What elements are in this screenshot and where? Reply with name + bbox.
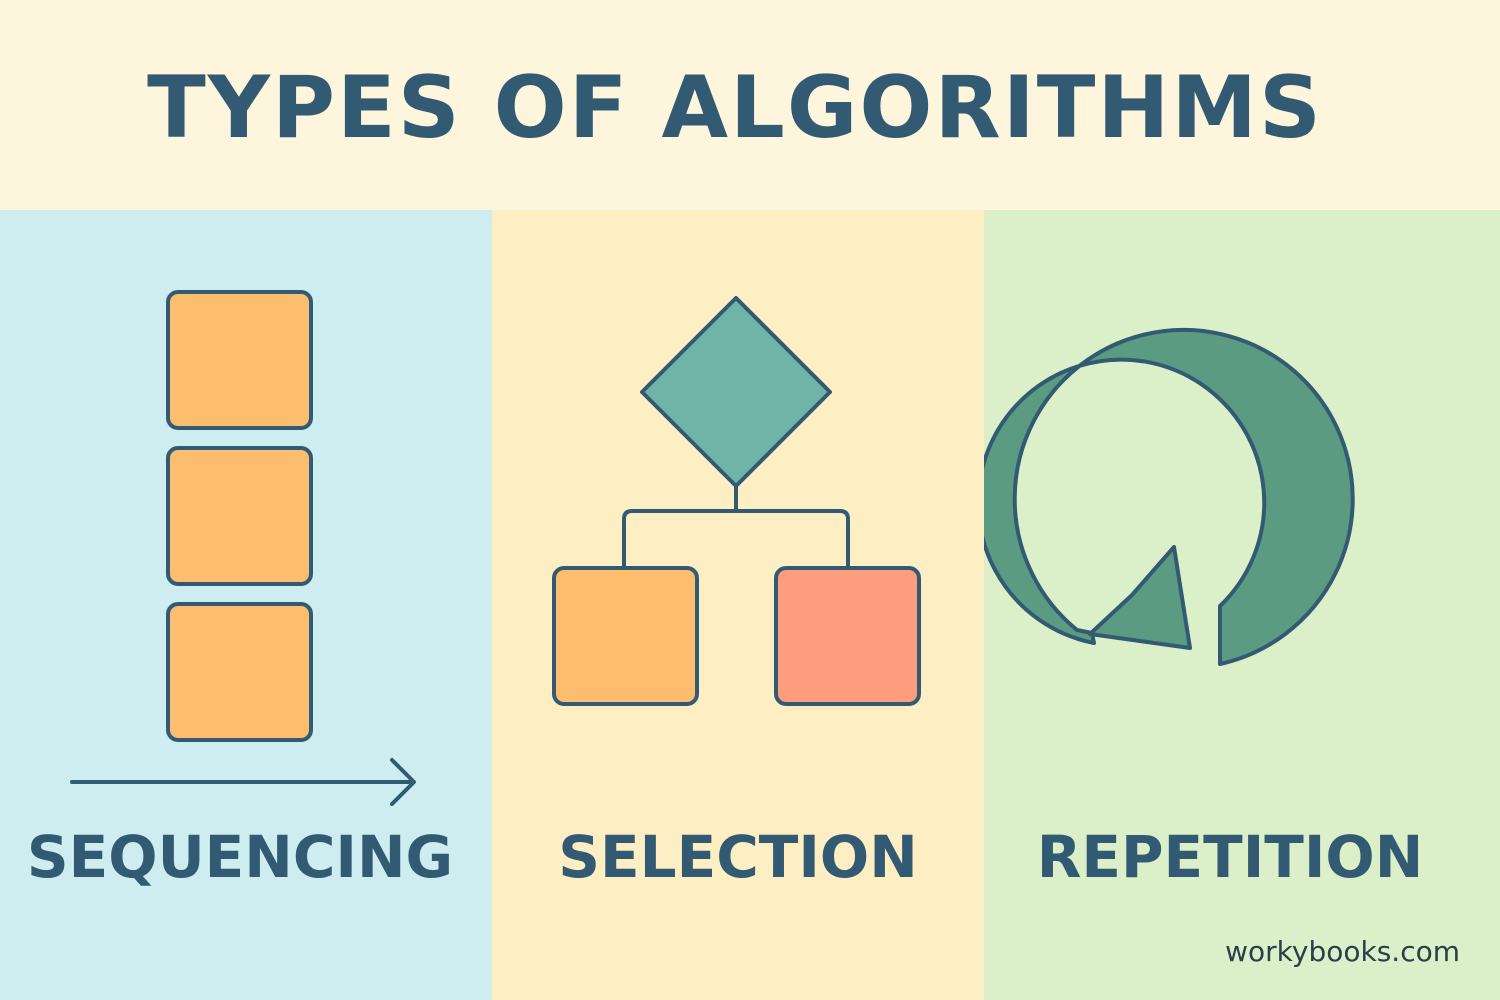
page-title: TYPES OF ALGORITHMS [147,58,1323,158]
panel-selection: SELECTION [492,210,984,1000]
label-selection: SELECTION [558,823,918,891]
loop-arrow-icon [984,327,1355,666]
branch-box-right [774,566,921,706]
decision-flowchart-icon [552,296,921,706]
branch-box-left [552,566,699,706]
label-repetition: REPETITION [1036,823,1424,891]
flowchart-connectors [622,486,850,568]
loop-arrow-shape [984,327,1355,666]
watermark: workybooks.com [1225,935,1460,968]
sequence-arrow-icon [70,758,416,806]
header: TYPES OF ALGORITHMS [0,0,1500,210]
decision-diamond [640,296,832,488]
sequence-block-3 [166,602,313,742]
panel-sequencing: SEQUENCING [0,210,492,1000]
loop-arrowhead [1088,545,1192,650]
label-sequencing: SEQUENCING [26,823,454,891]
sequence-block-2 [166,446,313,586]
panel-repetition: REPETITION [984,210,1500,1000]
sequence-block-1 [166,290,313,430]
stacked-blocks-arrow-icon [70,290,416,806]
